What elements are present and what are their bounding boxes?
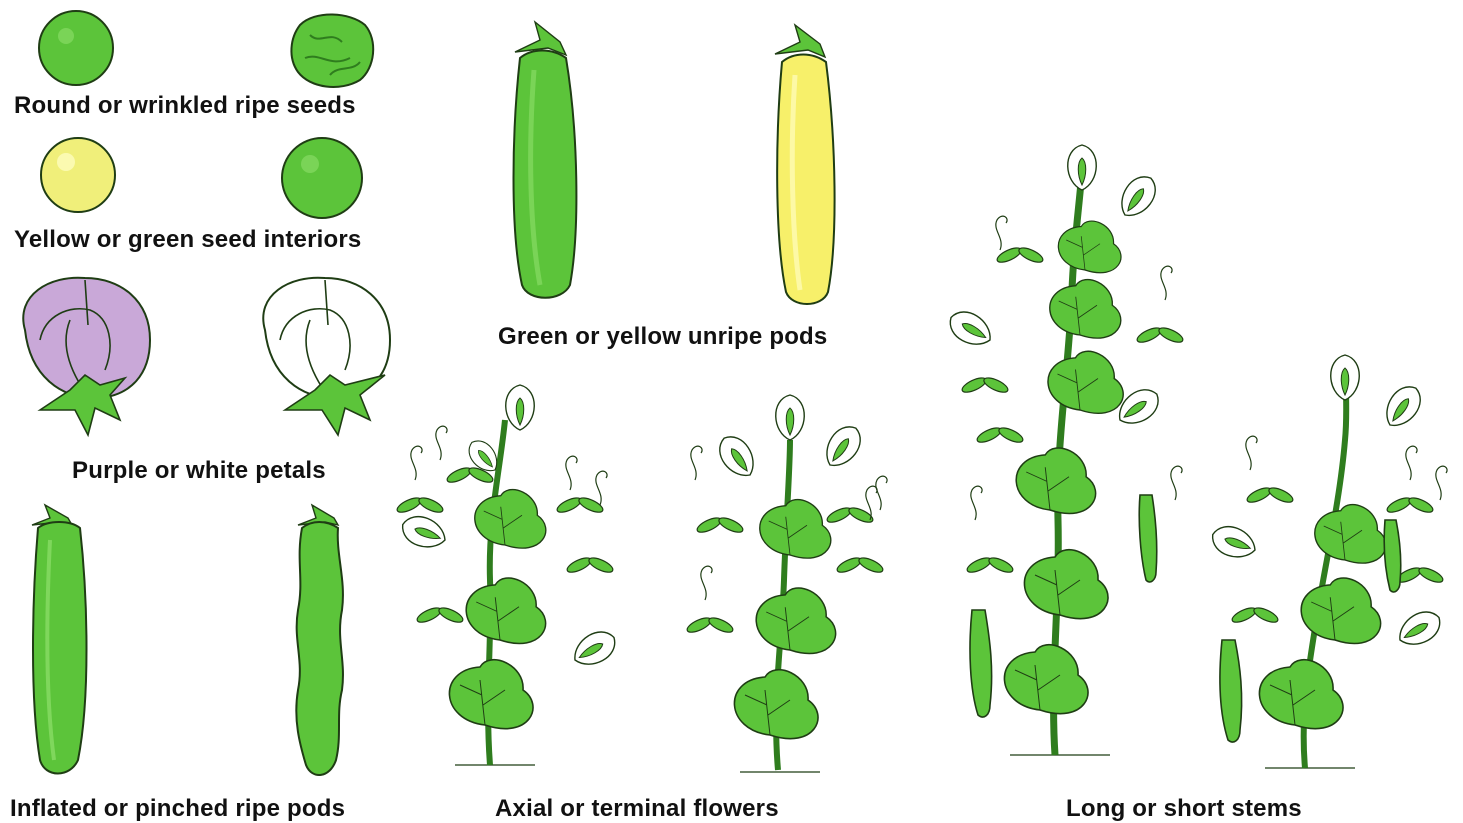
flower-position-caption: Axial or terminal flowers — [495, 795, 779, 823]
pinched-pod — [296, 505, 343, 775]
seed-shape-caption: Round or wrinkled ripe seeds — [14, 92, 356, 120]
pod-color-caption: Green or yellow unripe pods — [498, 323, 827, 351]
long-stem-plant — [944, 145, 1185, 755]
yellow-unripe-pod — [775, 25, 835, 304]
purple-flower — [23, 278, 150, 435]
round-seed — [39, 11, 113, 85]
axial-flowers-plant — [395, 385, 621, 765]
terminal-flowers-plant — [685, 395, 887, 772]
green-seed — [282, 138, 362, 218]
stem-length-caption: Long or short stems — [1066, 795, 1302, 823]
seed-color-caption: Yellow or green seed interiors — [14, 226, 361, 254]
petal-color-caption: Purple or white petals — [72, 457, 326, 485]
short-stem-plant — [1208, 355, 1447, 768]
pod-shape-caption: Inflated or pinched ripe pods — [10, 795, 345, 823]
inflated-pod — [32, 505, 87, 774]
yellow-seed — [41, 138, 115, 212]
white-flower — [263, 278, 390, 435]
green-unripe-pod — [514, 22, 577, 298]
wrinkled-seed — [291, 14, 373, 86]
